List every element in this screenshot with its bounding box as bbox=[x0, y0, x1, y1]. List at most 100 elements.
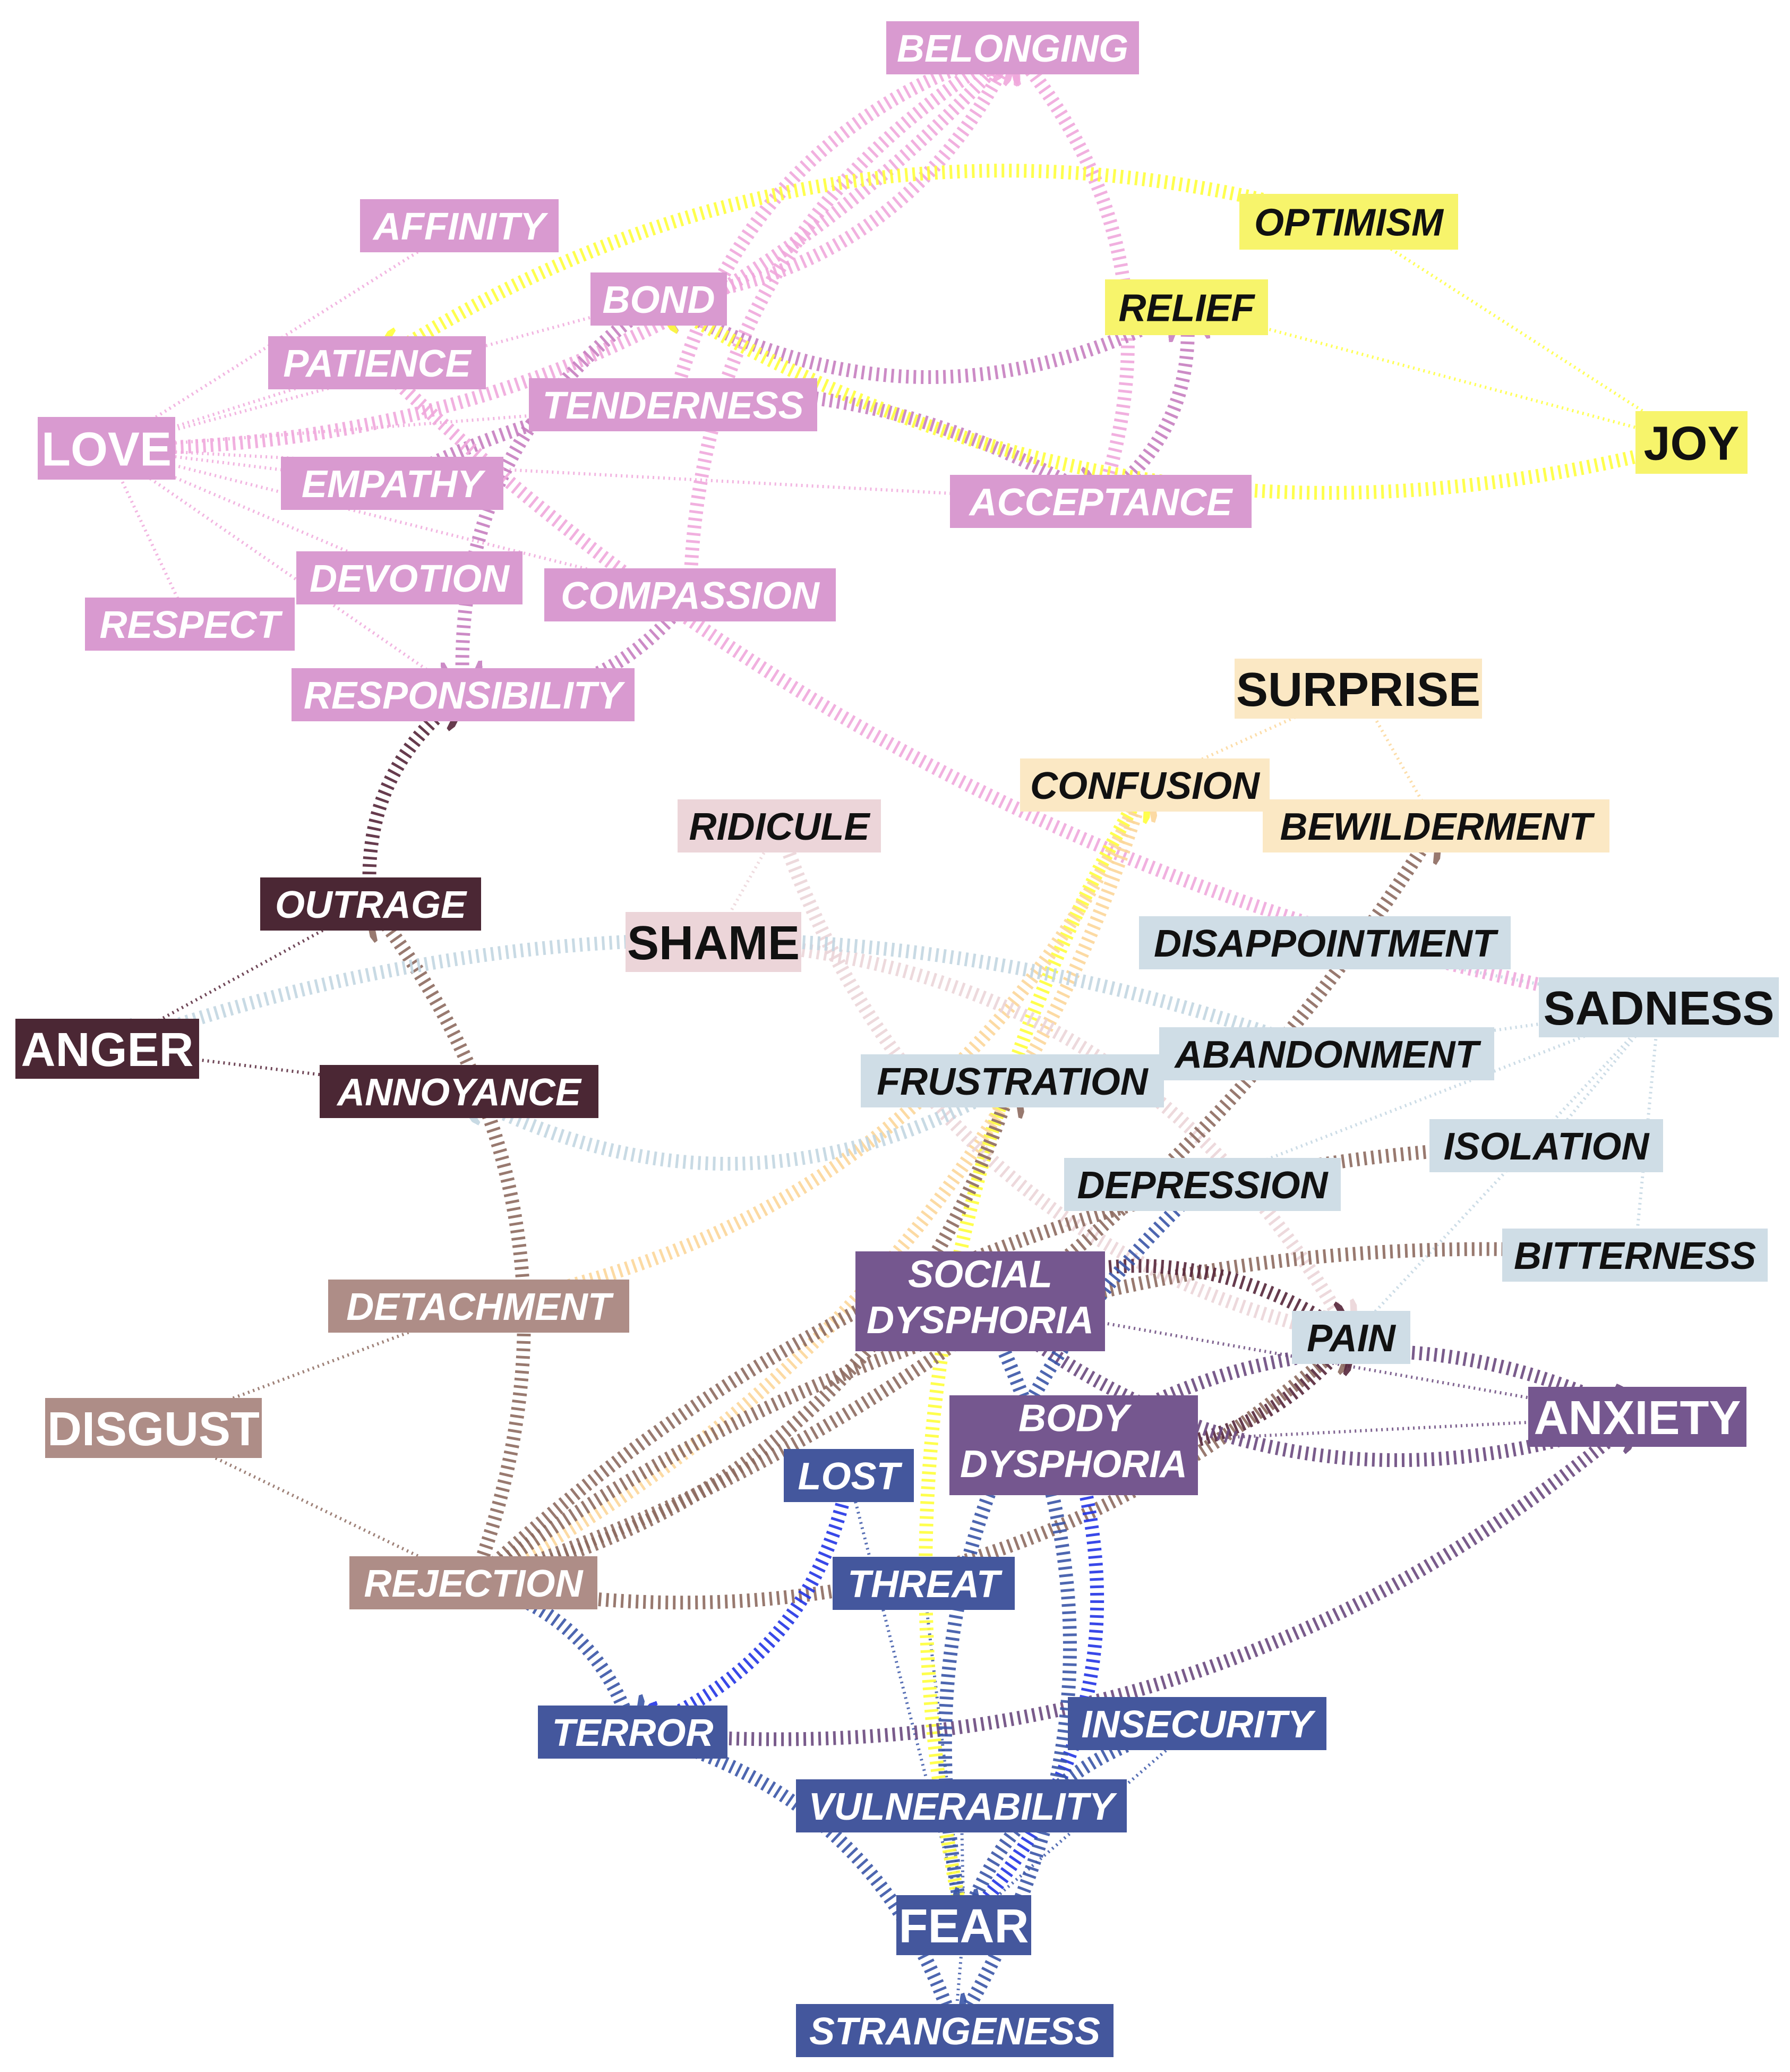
edge-fear-to-vulnerability bbox=[960, 1805, 965, 1925]
node-ridicule-label: RIDICULE bbox=[689, 806, 871, 848]
node-bitterness-label: BITTERNESS bbox=[1514, 1235, 1756, 1277]
node-body-dysphoria-label-line-2: DYSPHORIA bbox=[960, 1443, 1187, 1486]
node-relief-box bbox=[1105, 279, 1268, 335]
node-lost: LOST bbox=[784, 1449, 914, 1502]
node-empathy: EMPATHY bbox=[281, 457, 503, 510]
node-joy-label: JOY bbox=[1643, 417, 1739, 470]
node-anger-label: ANGER bbox=[21, 1024, 193, 1077]
node-optimism: OPTIMISM bbox=[1239, 194, 1458, 250]
node-anger-box bbox=[15, 1019, 199, 1079]
edge-fear-to-threat bbox=[922, 1583, 965, 1925]
node-empathy-label: EMPATHY bbox=[302, 463, 486, 506]
node-relief-label: RELIEF bbox=[1118, 287, 1255, 329]
node-anxiety: ANXIETY bbox=[1528, 1387, 1746, 1447]
edge-sadness-to-depression bbox=[1202, 1005, 1660, 1186]
node-love-label: LOVE bbox=[41, 423, 172, 476]
node-pain: PAIN bbox=[1292, 1311, 1410, 1364]
edge-compassion-to-belonging bbox=[683, 48, 1013, 595]
edge-confusion-to-detachment bbox=[479, 782, 1151, 1306]
node-belonging-label: BELONGING bbox=[897, 28, 1128, 70]
node-anxiety-box bbox=[1528, 1387, 1746, 1447]
nodes-layer: BELONGINGAFFINITYBONDPATIENCETENDERNESSL… bbox=[15, 21, 1779, 2057]
node-strangeness: STRANGENESS bbox=[796, 2004, 1114, 2057]
edge-social-dysphoria-to-pain bbox=[977, 1259, 1351, 1337]
node-abandonment: ABANDONMENT bbox=[1159, 1027, 1494, 1080]
node-relief: RELIEF bbox=[1105, 279, 1268, 335]
node-insecurity: INSECURITY bbox=[1068, 1697, 1326, 1750]
edge-frustration-to-annoyance bbox=[459, 1075, 1016, 1171]
node-depression-label: DEPRESSION bbox=[1077, 1164, 1329, 1207]
node-pain-box bbox=[1292, 1311, 1410, 1364]
edge-abandonment-to-anger bbox=[107, 933, 1330, 1054]
edge-outrage-to-responsibility bbox=[362, 695, 463, 905]
node-joy-box bbox=[1635, 411, 1748, 474]
node-strangeness-box bbox=[796, 2004, 1114, 2057]
node-sadness-box bbox=[1539, 977, 1779, 1037]
node-confusion-box bbox=[1020, 758, 1270, 812]
edge-bond-to-responsibility bbox=[463, 293, 663, 695]
node-annoyance-box bbox=[320, 1065, 598, 1118]
node-shame: SHAME bbox=[626, 912, 801, 972]
node-outrage-box bbox=[260, 877, 481, 931]
node-threat-box bbox=[833, 1557, 1015, 1610]
node-affinity: AFFINITY bbox=[360, 199, 559, 252]
node-bond: BOND bbox=[590, 272, 727, 326]
node-frustration: FRUSTRATION bbox=[861, 1054, 1164, 1107]
node-rejection-label: REJECTION bbox=[364, 1563, 584, 1605]
node-vulnerability-box bbox=[796, 1779, 1127, 1832]
node-isolation-label: ISOLATION bbox=[1444, 1125, 1650, 1168]
node-bond-label: BOND bbox=[603, 279, 715, 321]
edge-joy-to-relief bbox=[1186, 305, 1692, 444]
edge-rejection-to-pain bbox=[472, 1337, 1351, 1610]
edge-sadness-to-bitterness bbox=[1633, 1007, 1660, 1256]
node-social-dysphoria-box bbox=[855, 1251, 1105, 1351]
node-isolation: ISOLATION bbox=[1429, 1119, 1663, 1172]
node-abandonment-label: ABANDONMENT bbox=[1174, 1034, 1482, 1076]
node-responsibility-label: RESPONSIBILITY bbox=[304, 675, 626, 717]
node-detachment: DETACHMENT bbox=[328, 1280, 629, 1333]
edge-body-dysphoria-to-anxiety bbox=[1070, 1344, 1638, 1452]
node-love: LOVE bbox=[38, 417, 175, 480]
node-surprise-box bbox=[1235, 659, 1482, 719]
node-respect: RESPECT bbox=[85, 598, 295, 651]
edge-rejection-to-isolation bbox=[468, 1146, 1547, 1588]
node-bewilderment-box bbox=[1263, 799, 1609, 852]
node-patience-label: PATIENCE bbox=[283, 343, 472, 385]
edge-terror-to-strangeness bbox=[631, 1725, 955, 2031]
node-vulnerability: VULNERABILITY bbox=[796, 1779, 1127, 1832]
node-isolation-box bbox=[1429, 1119, 1663, 1172]
node-abandonment-box bbox=[1159, 1027, 1494, 1080]
node-disappointment: DISAPPOINTMENT bbox=[1139, 916, 1511, 969]
edge-tenderness-to-belonging bbox=[666, 48, 1013, 407]
node-detachment-label: DETACHMENT bbox=[346, 1286, 614, 1328]
node-bond-box bbox=[590, 272, 727, 326]
node-compassion-label: COMPASSION bbox=[561, 575, 820, 617]
node-respect-label: RESPECT bbox=[99, 604, 283, 646]
node-terror-box bbox=[538, 1706, 727, 1759]
node-acceptance: ACCEPTANCE bbox=[950, 475, 1252, 528]
node-patience-box bbox=[268, 336, 486, 389]
node-disgust-box bbox=[45, 1398, 262, 1458]
edge-joy-to-optimism bbox=[1348, 220, 1693, 444]
node-responsibility-box bbox=[292, 668, 635, 721]
node-annoyance-label: ANNOYANCE bbox=[336, 1071, 582, 1114]
edge-fear-to-confusion bbox=[919, 785, 1145, 1927]
node-terror-label: TERROR bbox=[552, 1712, 714, 1754]
node-strangeness-label: STRANGENESS bbox=[809, 2010, 1100, 2053]
node-respect-box bbox=[85, 598, 295, 651]
edge-anxiety-to-body-dysphoria bbox=[1073, 1415, 1638, 1447]
node-devotion: DEVOTION bbox=[296, 551, 523, 604]
node-annoyance: ANNOYANCE bbox=[320, 1065, 598, 1118]
node-lost-label: LOST bbox=[798, 1455, 903, 1498]
node-surprise-label: SURPRISE bbox=[1236, 663, 1480, 717]
node-depression-box bbox=[1064, 1158, 1341, 1211]
edge-optimism-to-patience bbox=[377, 164, 1351, 363]
node-joy: JOY bbox=[1635, 411, 1748, 474]
node-confusion-label: CONFUSION bbox=[1030, 765, 1261, 807]
edge-anxiety-to-social-dysphoria bbox=[980, 1301, 1640, 1468]
node-acceptance-label: ACCEPTANCE bbox=[969, 481, 1234, 524]
node-body-dysphoria-label-line-1: BODY bbox=[1018, 1397, 1132, 1440]
node-detachment-box bbox=[328, 1280, 629, 1333]
edge-rejection-to-bitterness bbox=[469, 1249, 1635, 1589]
